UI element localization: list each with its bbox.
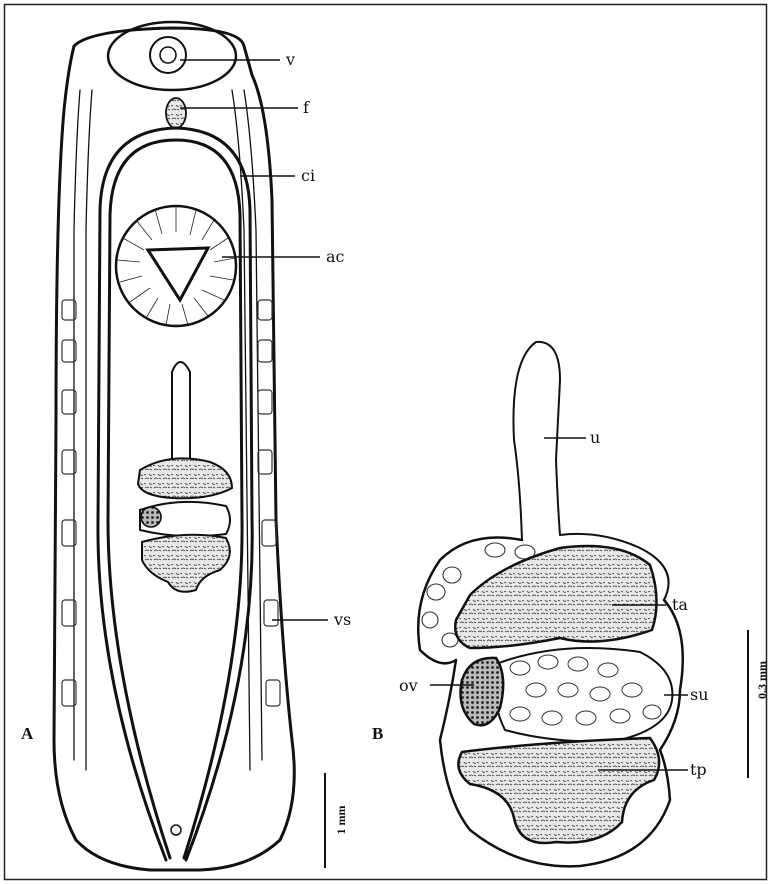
label-u: u: [590, 428, 600, 447]
seminal-receptacle-b: [494, 648, 672, 741]
panel-b-drawing: [418, 342, 683, 866]
excretory-pore: [171, 825, 181, 835]
ventral-sucker-core: [160, 47, 176, 63]
label-v: v: [285, 50, 295, 69]
label-ov: ov: [399, 676, 418, 695]
anterior-testis-b: [455, 546, 656, 648]
label-ac: ac: [326, 247, 345, 266]
ovary-b: [461, 658, 504, 725]
posterior-testis-b: [458, 738, 659, 843]
posterior-testis-a: [142, 535, 230, 592]
label-ta: ta: [672, 595, 688, 614]
label-f: f: [303, 98, 310, 117]
ovary-a: [141, 507, 161, 527]
uterus-a: [172, 362, 190, 460]
ventral-sucker-ring: [150, 37, 186, 73]
lateral-band-left: [74, 90, 92, 770]
label-ci: ci: [301, 166, 315, 185]
panel-a-letter: A: [21, 724, 34, 743]
anterior-testis-a: [138, 458, 232, 498]
label-su: su: [690, 685, 709, 704]
label-tp: tp: [690, 760, 707, 779]
panel-a-drawing: [54, 22, 294, 870]
panel-b-letter: B: [372, 724, 383, 743]
label-vs: vs: [333, 610, 351, 629]
ventral-sucker: [108, 22, 236, 90]
scale-label-a: 1 mm: [334, 806, 348, 835]
genital-pore: [166, 98, 186, 128]
scale-label-b: 0.3 mm: [755, 661, 769, 699]
